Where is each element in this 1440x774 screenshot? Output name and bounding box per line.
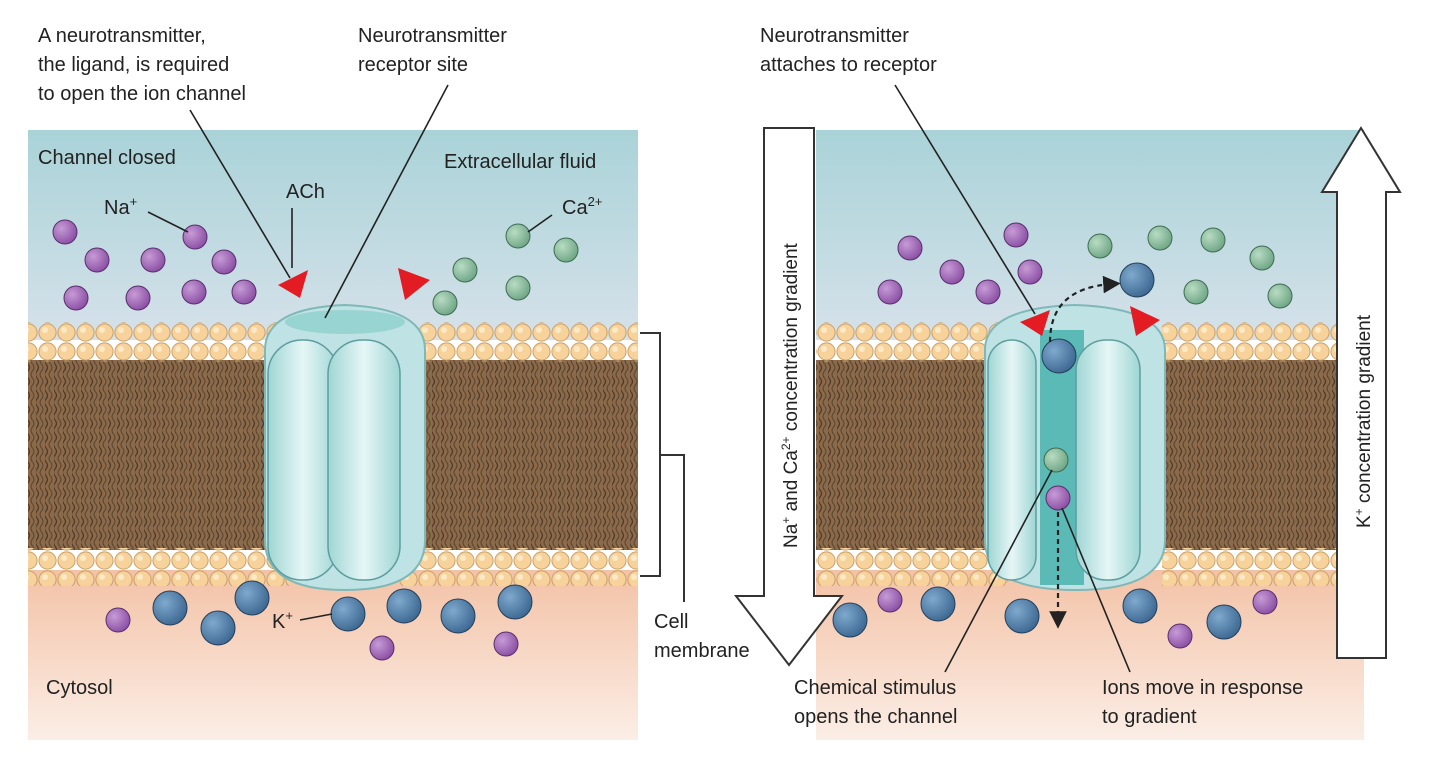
chemical-stimulus-label: Chemical stimulus opens the channel bbox=[794, 677, 962, 728]
ach-label: ACh bbox=[286, 181, 325, 203]
extracellular-label: Extracellular fluid bbox=[444, 151, 596, 173]
cytosol-label: Cytosol bbox=[46, 677, 113, 699]
receptor-site-label: Neurotransmitter receptor site bbox=[358, 25, 513, 76]
cell-membrane-label: Cell membrane bbox=[654, 611, 750, 662]
membrane-right-a bbox=[816, 322, 1008, 586]
cytosol-ions-right bbox=[832, 586, 1278, 649]
left-panel bbox=[28, 84, 685, 740]
na-ca-gradient-label: Na+ and Ca2+ concentration gradient bbox=[779, 242, 802, 548]
ca-ions-left bbox=[432, 223, 579, 316]
ion-channel-open bbox=[984, 303, 1166, 592]
channel-closed-label: Channel closed bbox=[38, 147, 176, 169]
na-ions-left bbox=[52, 219, 257, 311]
gradient-label-part: + bbox=[1352, 508, 1366, 515]
ach-ligand-bound bbox=[1020, 310, 1050, 336]
gradient-label-part: K bbox=[1354, 515, 1375, 528]
ligand-note-label: A neurotransmitter, the ligand, is requi… bbox=[38, 25, 246, 105]
ach-ligand bbox=[278, 270, 308, 298]
ach-ligand-2 bbox=[398, 268, 430, 300]
na-ions-right bbox=[877, 222, 1043, 305]
gradient-label-part: 2+ bbox=[779, 436, 793, 450]
na-ca-gradient-arrow bbox=[733, 127, 845, 667]
k-label: K+ bbox=[272, 608, 293, 633]
ca-ions-right bbox=[1087, 225, 1293, 309]
leader-lines-right bbox=[894, 84, 1131, 673]
membrane-left-b bbox=[398, 322, 638, 586]
cytosol-ions-left bbox=[105, 580, 533, 661]
right-panel bbox=[733, 84, 1402, 740]
ions-move-label: Ions move in response to gradient bbox=[1102, 677, 1309, 728]
na-label: Na+ bbox=[104, 194, 137, 219]
ion-passing-k bbox=[1041, 338, 1077, 374]
cell-membrane-bracket bbox=[640, 332, 685, 602]
gradient-label-part: concentration gradient bbox=[781, 242, 802, 436]
ion-exiting-k bbox=[1119, 262, 1155, 298]
gradient-label-part: Na bbox=[781, 523, 802, 548]
membrane-left-a bbox=[28, 322, 290, 586]
ach-ligand-bound-2 bbox=[1130, 306, 1160, 336]
attaches-label: Neurotransmitter attaches to receptor bbox=[760, 25, 937, 76]
ca-label: Ca2+ bbox=[562, 194, 602, 219]
ion-passing-ca bbox=[1043, 447, 1069, 473]
gradient-label-part: concentration gradient bbox=[1354, 314, 1375, 508]
k-gradient-label: K+ concentration gradient bbox=[1352, 314, 1375, 528]
gradient-label-part: and Ca bbox=[781, 450, 802, 517]
k-gradient-arrow bbox=[1320, 126, 1402, 659]
membrane-right-b bbox=[1162, 322, 1338, 586]
k-exit-arrow bbox=[1048, 275, 1121, 343]
ion-channel-closed bbox=[264, 303, 426, 592]
labels: A neurotransmitter, the ligand, is requi… bbox=[38, 25, 1375, 728]
cytosol-region-left bbox=[28, 570, 638, 740]
ion-passing-na bbox=[1045, 485, 1071, 511]
gradient-label-part: + bbox=[779, 517, 793, 524]
leader-lines-left bbox=[147, 84, 553, 621]
